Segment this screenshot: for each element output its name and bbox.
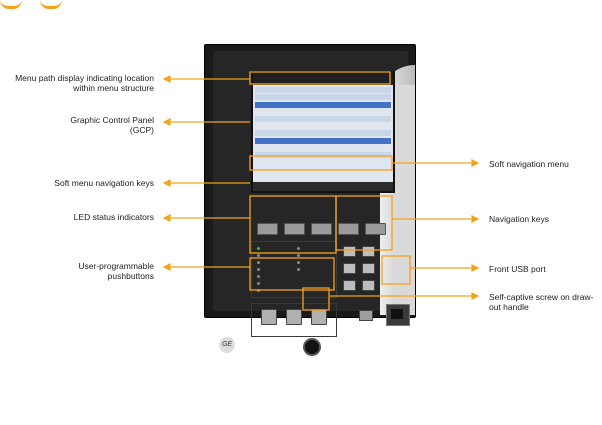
led-indicator xyxy=(257,282,260,285)
small-key[interactable] xyxy=(359,310,373,321)
ge-logo: GE xyxy=(219,337,235,353)
pushbutton-2[interactable] xyxy=(286,309,302,325)
soft-menu-key-5[interactable] xyxy=(365,223,386,235)
led-indicator xyxy=(297,254,300,257)
led-indicator xyxy=(297,247,300,250)
screen-row xyxy=(255,94,391,100)
led-indicator xyxy=(257,275,260,278)
label-led-status: LED status indicators xyxy=(73,212,154,222)
label-usb: Front USB port xyxy=(489,264,546,274)
arrowhead xyxy=(471,292,480,300)
pushbutton-1[interactable] xyxy=(261,309,277,325)
logo-fragment xyxy=(0,0,22,9)
led-indicator xyxy=(257,254,260,257)
pushbutton-3[interactable] xyxy=(311,309,327,325)
device-side-panel xyxy=(393,85,415,315)
label-pushbuttons: User-programmable pushbuttons xyxy=(78,261,154,281)
soft-menu-key-4[interactable] xyxy=(338,223,359,235)
led-status-panel xyxy=(251,241,337,298)
arrowhead xyxy=(471,159,480,167)
screen-row xyxy=(255,145,391,151)
arrowhead xyxy=(162,75,171,83)
label-screw: Self-captive screw on draw-out handle xyxy=(489,292,594,312)
screen-row xyxy=(255,109,391,115)
soft-menu-key-2[interactable] xyxy=(284,223,305,235)
arrowhead xyxy=(471,215,480,223)
screen-row xyxy=(255,116,391,122)
logo-fragment xyxy=(40,0,62,9)
arrowhead xyxy=(162,214,171,222)
led-indicator xyxy=(257,247,260,250)
nav-key-up-right[interactable] xyxy=(362,246,375,257)
nav-key-left[interactable] xyxy=(343,263,356,274)
soft-menu-key-1[interactable] xyxy=(257,223,278,235)
captive-screw[interactable] xyxy=(303,338,321,356)
arrowhead xyxy=(162,118,171,126)
led-indicator xyxy=(297,261,300,264)
arrowhead xyxy=(162,263,171,271)
nav-key-down-left[interactable] xyxy=(343,280,356,291)
label-nav-keys: Navigation keys xyxy=(489,214,550,224)
screen-row xyxy=(255,152,391,158)
label-menu-path: Menu path display indicating location wi… xyxy=(15,73,154,93)
screen-row xyxy=(255,87,391,93)
label-soft-menu-keys: Soft menu navigation keys xyxy=(54,178,154,188)
soft-navigation-menu xyxy=(253,182,393,191)
front-usb-port[interactable] xyxy=(386,304,410,326)
screen-section-header xyxy=(255,138,391,144)
relay-device: GE xyxy=(204,44,416,356)
soft-menu-key-3[interactable] xyxy=(311,223,332,235)
nav-key-down-right[interactable] xyxy=(362,280,375,291)
screen-row xyxy=(255,159,391,165)
menu-path-bar xyxy=(253,73,393,85)
pushbutton-panel xyxy=(251,303,337,337)
led-indicator xyxy=(257,261,260,264)
arrowhead xyxy=(162,179,171,187)
screen-section-header xyxy=(255,102,391,108)
screen-row xyxy=(255,130,391,136)
label-soft-nav-menu: Soft navigation menu xyxy=(489,159,569,169)
nav-key-up-left[interactable] xyxy=(343,246,356,257)
nav-key-right[interactable] xyxy=(362,263,375,274)
led-indicator xyxy=(257,289,260,292)
screen-row xyxy=(255,123,391,129)
graphic-control-panel-screen xyxy=(251,71,395,193)
arrowhead xyxy=(471,264,480,272)
led-indicator xyxy=(257,268,260,271)
led-indicator xyxy=(297,268,300,271)
usb-socket xyxy=(391,309,403,319)
label-gcp: Graphic Control Panel (GCP) xyxy=(70,115,154,135)
